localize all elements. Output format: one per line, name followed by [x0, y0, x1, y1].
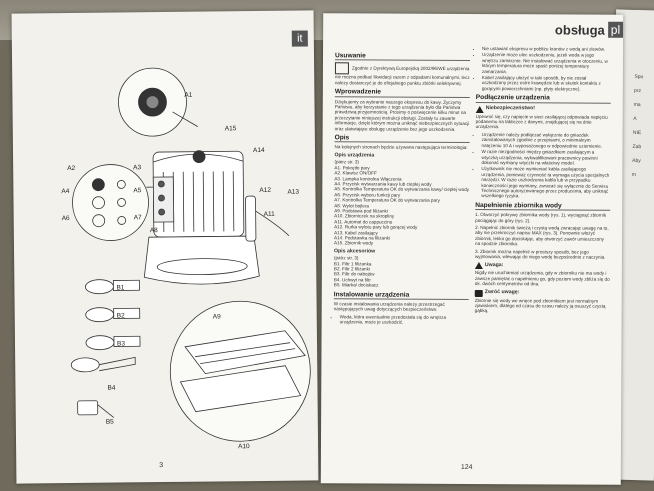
install-bullet: Nie ustawiać ekspresu w pobliżu kranów z…	[482, 46, 611, 52]
callout-label: A6	[61, 214, 70, 223]
warning-triangle-icon	[474, 262, 483, 270]
section-title: Usuwanie	[334, 52, 471, 62]
column-right: Nie ustawiać ekspresu w pobliżu kranów z…	[475, 46, 611, 317]
connect-bullet: Użytkownik nie może wymieniać kabla zasi…	[481, 166, 610, 199]
connect-bullet: W razie niezgodności między gniazdkiem z…	[481, 149, 610, 166]
section-title: Instalowanie urządzenia	[333, 291, 469, 301]
caution-text: Nigdy nie uruchamiać urządzenia, gdy w z…	[474, 270, 610, 287]
note-text: Zbiornie się wody we wnęce pod zbiorniki…	[474, 297, 606, 314]
callout-label: A3	[133, 164, 142, 172]
accessory-list: B1. Filtr 1 filiżanka B2. Filtr 2 filiża…	[334, 261, 469, 289]
subsection-title: Opis urządzenia	[334, 152, 375, 159]
callout-label: B3	[116, 340, 126, 348]
back-snippet: Zab	[632, 143, 642, 151]
warning-label: Niebezpieczeństwo!	[485, 105, 536, 112]
back-snippet: A	[633, 115, 637, 122]
section-title: Wprowadzenie	[334, 88, 470, 98]
callout-label: A4	[61, 187, 70, 196]
install-bullet: Kabel zasilający ułożyć w taki sposób, b…	[482, 75, 611, 92]
page-number: 124	[460, 463, 473, 472]
callout-label: A8	[149, 227, 158, 235]
callout-label: B4	[107, 384, 116, 392]
right-page: obsługa pl Usuwanie Zgodnie z Dyrektywą …	[320, 13, 624, 485]
note-icon	[474, 289, 483, 297]
column-left: Usuwanie Zgodnie z Dyrektywą Europejską …	[333, 49, 471, 327]
connect-intro: Upewnić się, czy napięcie w sieci zasila…	[475, 113, 608, 130]
page-header: obsługa pl	[554, 20, 624, 38]
machine-diagram	[70, 67, 311, 442]
callout-label: A14	[252, 146, 265, 155]
note-label: Zwróć uwagę:	[484, 289, 520, 296]
fill-step: 3. Zbiornik można napełnić w prostszy sp…	[474, 248, 606, 260]
list-item: A15. Zbiornik wody	[334, 240, 374, 246]
section-title: Podłączenie urządzenia	[475, 94, 611, 104]
list-item: B5. Miarka/ dociskacz	[333, 282, 379, 288]
back-snippet: Spo	[634, 73, 644, 81]
back-snippet: NIE	[632, 129, 642, 137]
back-snippet: Aby	[632, 157, 641, 165]
header-title: obsługa	[554, 21, 605, 38]
callout-label: B2	[116, 312, 125, 320]
back-snippet: prz	[633, 87, 642, 95]
fill-step: 1. Otworzyć pokrywę zbiornika wody (rys.…	[475, 212, 607, 223]
subsection-title: Opis akcesoriów	[333, 248, 376, 255]
disposal-text: Zgodnie z Dyrektywą Europejską 2002/96/W…	[334, 65, 470, 86]
callout-label: A12	[259, 186, 272, 195]
connect-bullet: Urządzenie należy podłączać wyłącznie do…	[482, 132, 611, 149]
callout-label: A9	[212, 313, 221, 321]
section-title: Opis	[334, 134, 470, 144]
warning-triangle-icon	[475, 105, 484, 113]
callout-label: A2	[67, 164, 76, 173]
callout-label: A5	[133, 187, 142, 195]
page-number: 3	[159, 462, 164, 470]
fill-step: 2. Napełnić zbiornik świeżą i czystą wod…	[475, 224, 609, 247]
callout-label: B5	[105, 418, 114, 426]
section-title: Napełnienie zbiornika wody	[475, 202, 611, 211]
callout-label: A13	[287, 188, 300, 196]
device-list: A1. Pokrętło pary A2. Klawisz ON/OFF A3.…	[334, 165, 469, 247]
install-text: W czasie instalowania urządzenia należy …	[333, 301, 445, 313]
callout-label: A1	[184, 91, 193, 99]
back-snippet: ma	[633, 101, 641, 109]
callout-label: A15	[224, 125, 237, 133]
language-code: pl	[607, 21, 624, 38]
callout-label: B1	[116, 284, 125, 292]
intro-text: Dziękujemy za wybranie naszego ekspresu …	[334, 98, 470, 132]
recycle-bin-icon	[334, 62, 349, 75]
left-page: it	[11, 10, 319, 484]
callout-label: A11	[263, 210, 275, 218]
opis-intro: Na kolejnych stronach będzie używana nas…	[334, 144, 468, 151]
install-bullet: Woda, która ewentualnie przedostała się …	[340, 314, 469, 325]
install-bullet: Urządzenie może ulec uszkodzeniu, jeżeli…	[482, 52, 611, 74]
caution-label: Uwaga:	[484, 262, 504, 269]
back-snippet: m	[631, 171, 637, 179]
callout-label: A10	[238, 443, 250, 451]
callout-label: A7	[133, 214, 142, 222]
